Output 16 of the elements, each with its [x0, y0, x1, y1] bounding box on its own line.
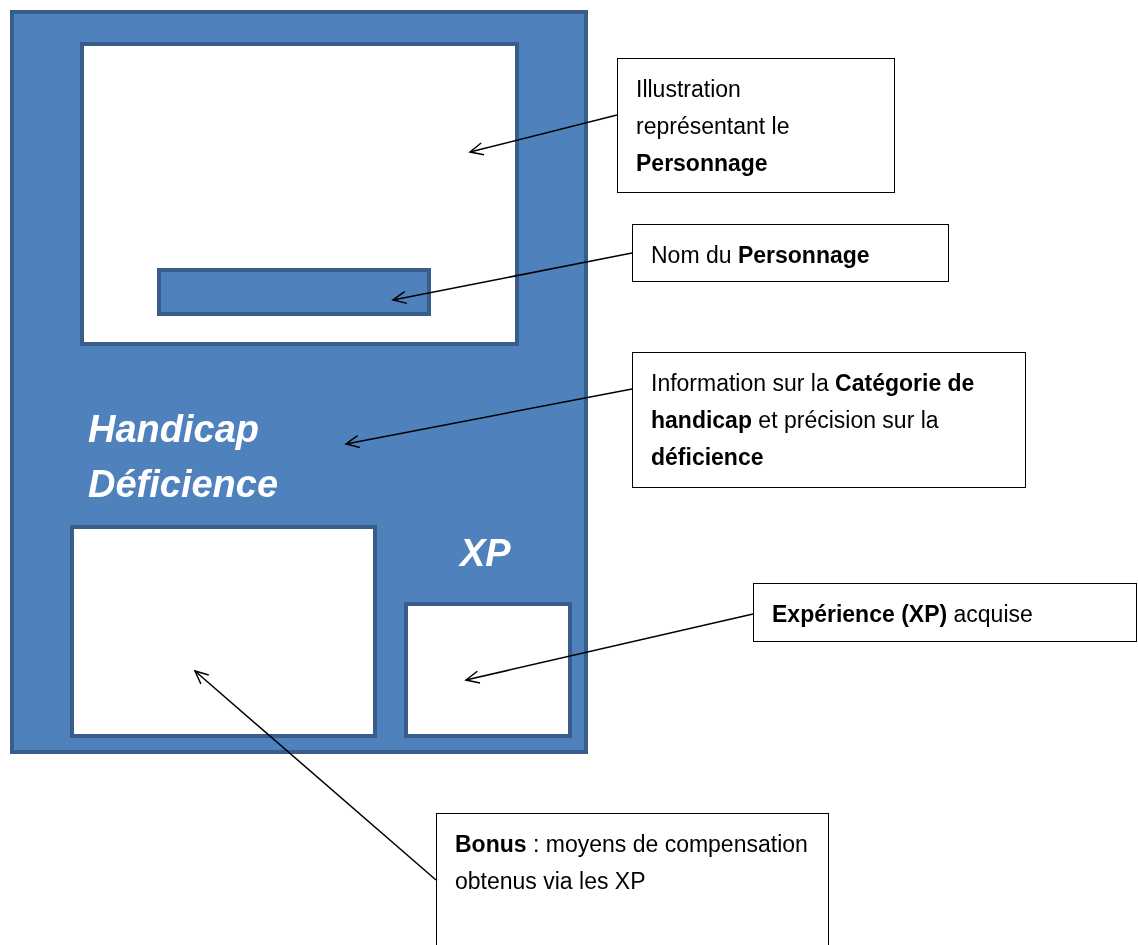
- callout-text: Expérience (XP) acquise: [753, 583, 1137, 642]
- card-background: [10, 10, 588, 754]
- callout-text: Information sur la Catégorie de handicap et précision sur la déficience: [632, 352, 1026, 488]
- category-heading: Handicap Déficience: [88, 402, 348, 514]
- arrow: [392, 252, 633, 305]
- callout-text: Nom du Personnage: [632, 224, 949, 282]
- arrow: [469, 114, 618, 156]
- bonus-frame: [70, 525, 377, 738]
- illustration-frame: [80, 42, 519, 346]
- arrow: [194, 670, 437, 881]
- name-bar: [157, 268, 431, 316]
- arrow: [465, 613, 754, 684]
- callout-text: Illustration représentant le Personnage: [617, 58, 895, 193]
- xp-heading: XP: [460, 531, 511, 576]
- arrow: [345, 388, 633, 449]
- callout-text: Bonus : moyens de compensation obtenus via les XP: [436, 813, 829, 945]
